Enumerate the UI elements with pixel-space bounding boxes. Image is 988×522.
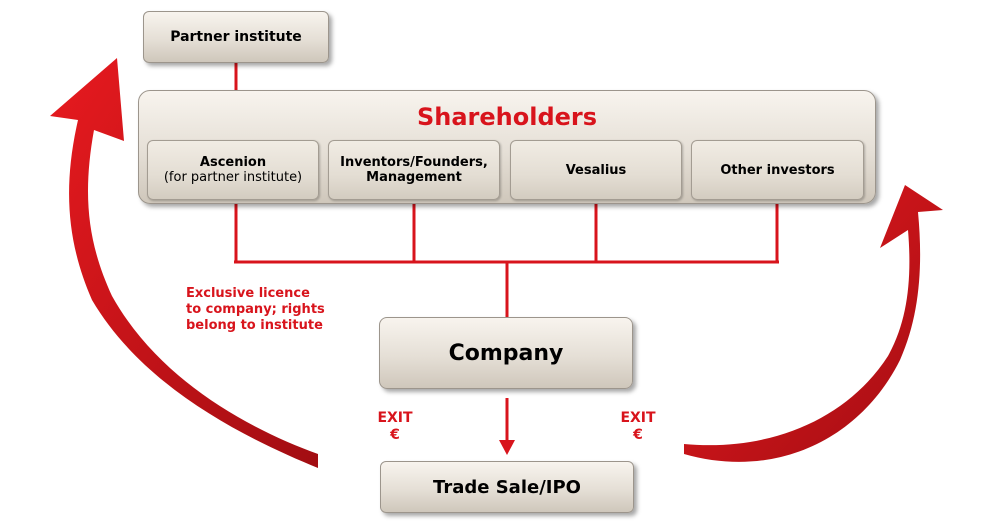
exit-right-currency: € <box>633 427 643 443</box>
licence-line-1: Exclusive licence <box>186 286 310 301</box>
shareholder-ascenion-sub: (for partner institute) <box>163 170 303 185</box>
exit-left-currency: € <box>390 427 400 443</box>
shareholders-title: Shareholders <box>416 103 598 131</box>
shareholder-vesalius-name: Vesalius <box>565 162 627 178</box>
partner-institute-box: Partner institute <box>143 11 329 63</box>
company-label: Company <box>448 340 564 366</box>
trade-sale-ipo-box: Trade Sale/IPO <box>380 461 634 513</box>
shareholder-bus <box>234 200 779 318</box>
left-curved-arrow <box>50 58 318 468</box>
shareholder-other-investors-name: Other investors <box>720 162 835 178</box>
shareholder-ascenion: Ascenion (for partner institute) <box>147 140 319 200</box>
shareholder-other-investors: Other investors <box>691 140 864 200</box>
right-curved-arrow <box>684 185 943 462</box>
licence-note: Exclusive licence to company; rights bel… <box>186 286 325 334</box>
shareholder-vesalius: Vesalius <box>510 140 682 200</box>
shareholder-inventors-sub: Management <box>366 170 462 185</box>
company-box: Company <box>379 317 633 389</box>
exit-left-text: EXIT <box>377 410 413 426</box>
exit-right-label: EXIT € <box>618 410 658 444</box>
exit-right-text: EXIT <box>620 410 656 426</box>
partner-institute-label: Partner institute <box>170 29 302 45</box>
shareholder-inventors: Inventors/Founders, Management <box>328 140 500 200</box>
exit-down-arrow <box>499 398 515 455</box>
shareholder-ascenion-name: Ascenion <box>199 155 267 170</box>
licence-line-3: belong to institute <box>186 318 323 333</box>
licence-line-2: to company; rights <box>186 302 325 317</box>
exit-left-label: EXIT € <box>375 410 415 444</box>
shareholder-inventors-name: Inventors/Founders, <box>340 155 488 170</box>
trade-sale-ipo-label: Trade Sale/IPO <box>433 476 581 498</box>
